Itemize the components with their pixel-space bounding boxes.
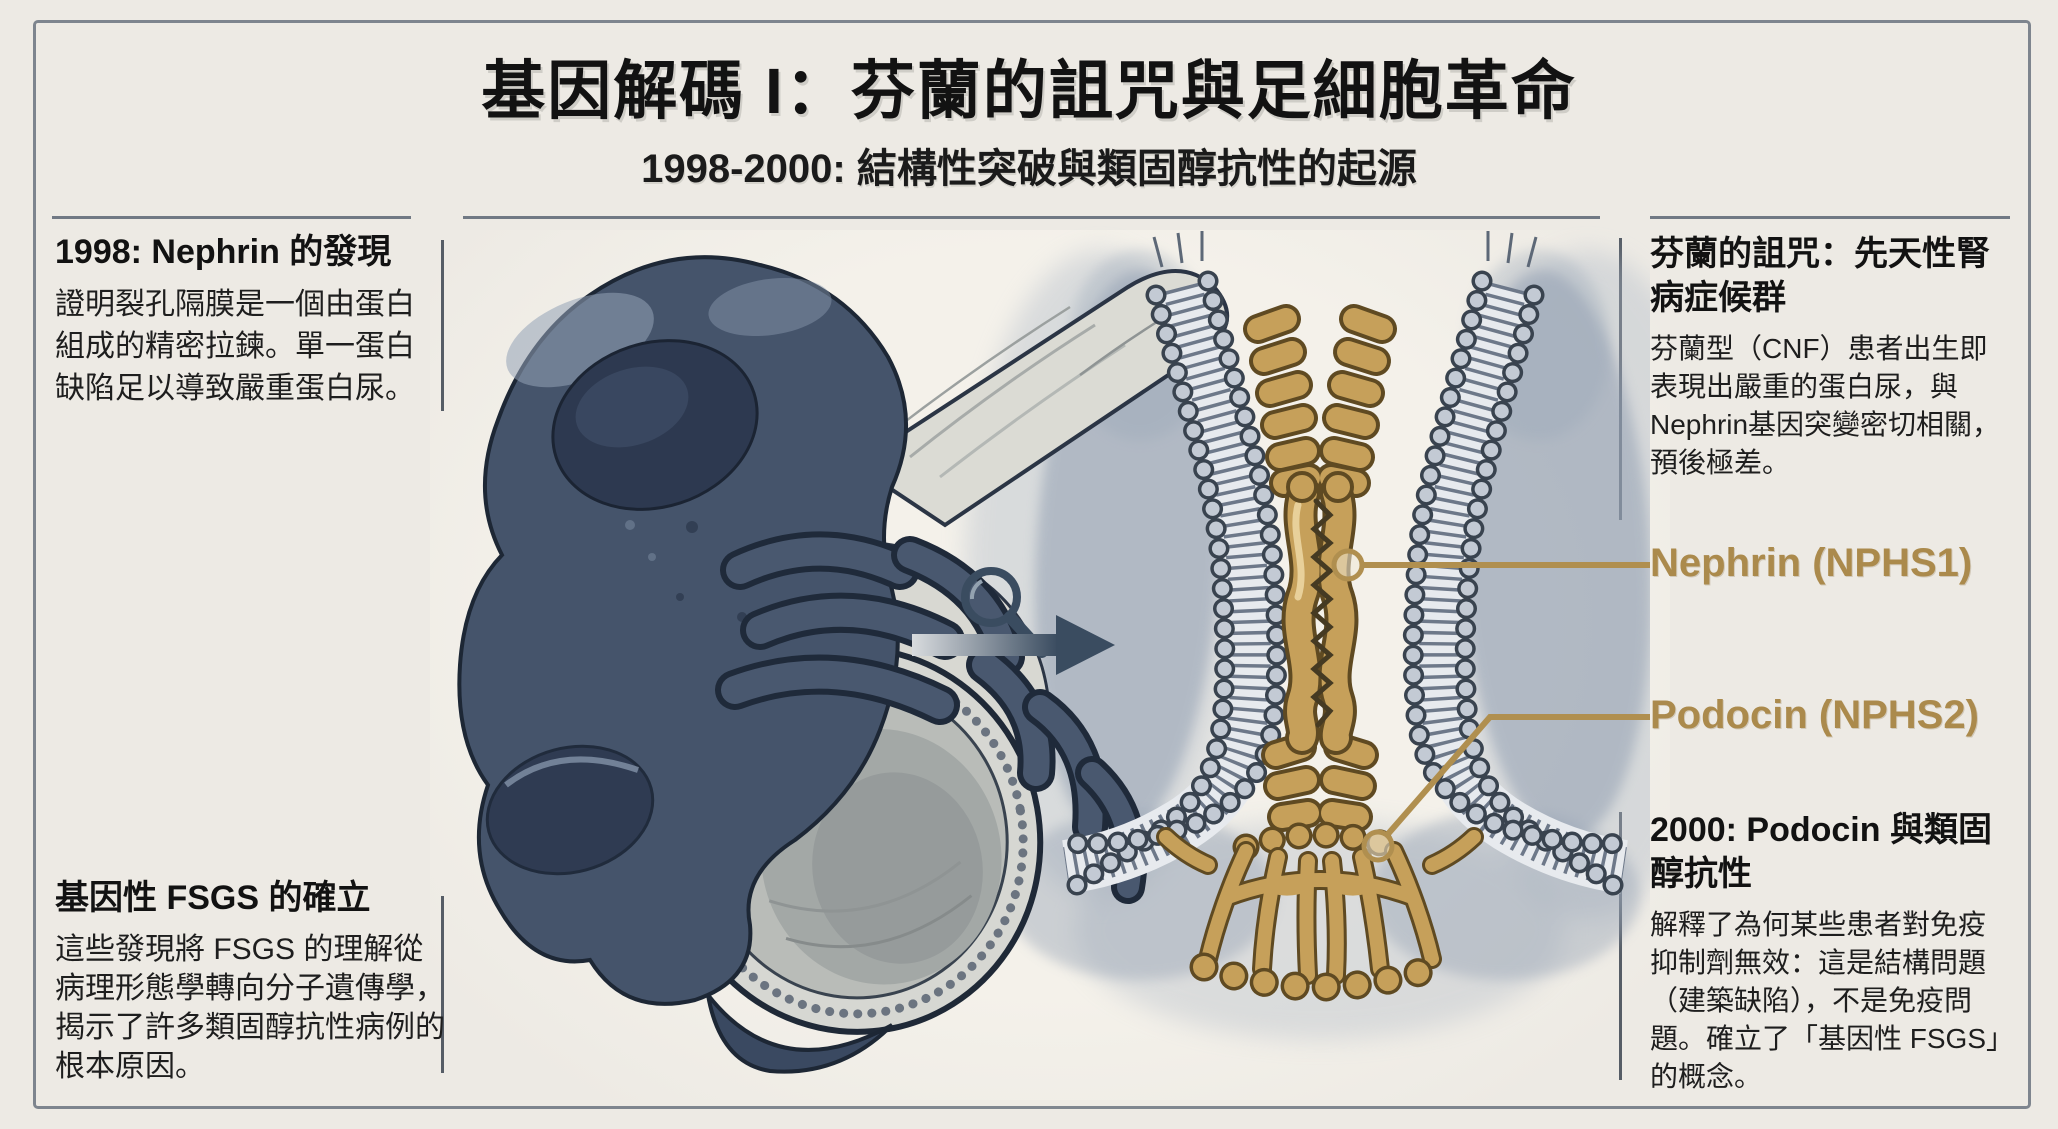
page-subtitle: 1998-2000: 結構性突破與類固醇抗性的起源: [641, 147, 1417, 191]
block-body: 這些發現將 FSGS 的理解從病理形態學轉向分子遺傳學，揭示了許多類固醇抗性病例…: [55, 933, 445, 1083]
block-body: 解釋了為何某些患者對免疫抑制劑無效：這是結構問題（建築缺陷），不是免疫問題。確立…: [1650, 909, 2001, 1092]
podocyte-underwrap: [706, 993, 894, 1074]
block-heading: 1998: Nephrin 的發現: [55, 233, 392, 271]
membrane-right: [1402, 231, 1633, 902]
block-heading: 基因性 FSGS 的確立: [55, 879, 371, 917]
header-rule-center: [463, 216, 1600, 219]
podocin-leader: [1361, 714, 1650, 863]
podocyte-body: [457, 255, 908, 1006]
nephrin-leader: [1331, 548, 1650, 582]
podocin-basket: [1156, 821, 1484, 1002]
divider-left-bottom: [441, 896, 444, 1073]
central-illustration: [457, 231, 1650, 1074]
text-block-finnish-curse: 芬蘭的詛咒：先天性腎病症候群 芬蘭型（CNF）患者出生即表現出嚴重的蛋白尿，與N…: [1650, 232, 2004, 482]
membrane-cilia: [1486, 231, 1538, 268]
header-rule-left: [52, 216, 411, 219]
podocin-callout-label: Podocin (NPHS2): [1650, 693, 1979, 737]
divider-left-top: [441, 240, 444, 411]
block-heading: 芬蘭的詛咒：先天性腎病症候群: [1650, 235, 1990, 317]
text-block-1998-nephrin: 1998: Nephrin 的發現 證明裂孔隔膜是一個由蛋白組成的精密拉鍊。單一…: [55, 230, 440, 410]
membrane-cilia: [1152, 231, 1204, 268]
glomerulus-illustration: [457, 255, 1230, 1074]
text-block-genetic-fsgs: 基因性 FSGS 的確立 這些發現將 FSGS 的理解從病理形態學轉向分子遺傳學…: [55, 876, 447, 1086]
block-body: 證明裂孔隔膜是一個由蛋白組成的精密拉鍊。單一蛋白缺陷足以導致嚴重蛋白尿。: [55, 288, 415, 405]
block-heading: 2000: Podocin 與類固醇抗性: [1650, 811, 1992, 893]
nephrin-zipper: [1243, 304, 1397, 832]
arrow-right-icon: [912, 615, 1115, 675]
header-rule-right: [1650, 216, 2010, 219]
block-body: 芬蘭型（CNF）患者出生即表現出嚴重的蛋白尿，與Nephrin基因突變密切相關，…: [1650, 333, 2001, 478]
text-block-2000-podocin: 2000: Podocin 與類固醇抗性 解釋了為何某些患者對免疫抑制劑無效：這…: [1650, 808, 2004, 1096]
nephrin-callout-label: Nephrin (NPHS1): [1650, 541, 1973, 585]
page-title: 基因解碼 I：芬蘭的詛咒與足細胞革命: [481, 55, 1577, 127]
divider-right-bottom: [1619, 812, 1622, 1080]
membrane-zipper-illustration: [1057, 231, 1650, 1002]
